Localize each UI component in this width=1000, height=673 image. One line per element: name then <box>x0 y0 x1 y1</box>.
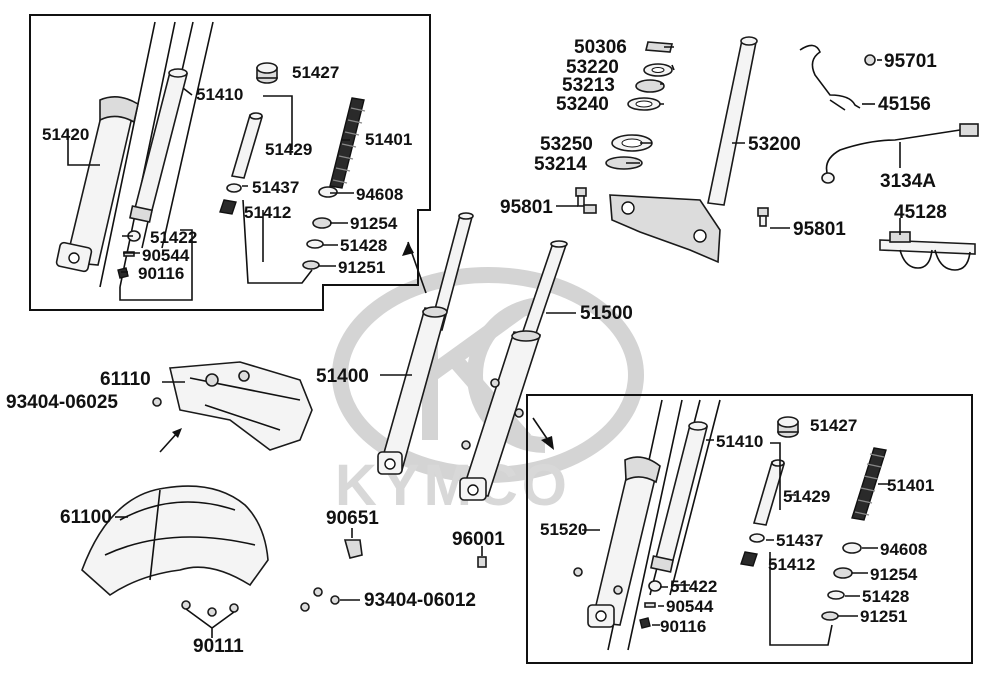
label-91254: 91254 <box>350 214 398 233</box>
front-fender-61100 <box>81 485 269 597</box>
label-53250: 53250 <box>540 134 593 155</box>
detail-box-right-fork <box>526 394 973 664</box>
label-90116-right: 90116 <box>660 617 706 636</box>
label-3134A: 3134A <box>880 171 936 192</box>
label-51412: 51412 <box>244 203 291 222</box>
steering-stem-part <box>609 36 758 264</box>
label-95801-right: 95801 <box>793 219 846 240</box>
bolts-90111 <box>181 600 239 617</box>
label-50306: 50306 <box>574 37 627 58</box>
label-93404-06012: 93404-06012 <box>364 590 476 611</box>
label-51427-right: 51427 <box>810 416 857 435</box>
label-51437-right: 51437 <box>776 531 823 550</box>
label-51401-right: 51401 <box>887 476 934 495</box>
inner-tube-part <box>129 68 189 223</box>
damper-rod-part <box>230 112 264 179</box>
fork-spring-51401-right <box>851 447 887 521</box>
label-61110: 61110 <box>100 369 151 390</box>
label-61100: 61100 <box>60 507 112 528</box>
label-51400: 51400 <box>316 366 369 387</box>
label-91251: 91251 <box>338 258 385 277</box>
bolt-95801-left <box>575 187 597 214</box>
label-94608-right: 94608 <box>880 540 927 559</box>
detail-box-left-fork <box>29 14 431 311</box>
label-51401: 51401 <box>365 130 412 149</box>
bolt-95801-right <box>757 207 769 227</box>
outer-tube-51520 <box>573 456 661 628</box>
label-51520: 51520 <box>540 520 587 539</box>
label-96001: 96001 <box>452 529 505 550</box>
label-51422-right: 51422 <box>670 577 717 596</box>
label-51428: 51428 <box>340 236 387 255</box>
bolt-95701 <box>864 54 876 66</box>
outer-tube-part <box>55 96 139 273</box>
cable-45156-part <box>799 44 861 111</box>
label-51412-right: 51412 <box>768 555 815 574</box>
sensor-3134A-part <box>821 123 979 184</box>
label-93404-06025: 93404-06025 <box>6 392 118 413</box>
label-51410: 51410 <box>196 85 243 104</box>
steering-bearing-stack <box>605 41 674 170</box>
fork-leg-51500 <box>459 240 568 501</box>
label-53213: 53213 <box>562 75 615 96</box>
label-51422: 51422 <box>150 228 197 247</box>
clip-90651 <box>343 539 363 559</box>
ring-part <box>226 183 242 193</box>
label-51428-right: 51428 <box>862 587 909 606</box>
watermark-text: KYMCO <box>335 453 571 518</box>
label-51500: 51500 <box>580 303 633 324</box>
small-spring-part <box>219 199 237 215</box>
bolt-96001 <box>477 556 487 568</box>
label-53214: 53214 <box>534 154 587 175</box>
label-51427: 51427 <box>292 63 339 82</box>
fork-cap-51427-right <box>777 416 799 438</box>
fork-spring-part <box>329 97 366 189</box>
label-91251-right: 91251 <box>860 607 907 626</box>
label-53200: 53200 <box>748 134 801 155</box>
fork-cap-part <box>256 62 278 84</box>
label-90111: 90111 <box>193 636 244 657</box>
label-51429: 51429 <box>265 140 312 159</box>
label-51410-right: 51410 <box>716 432 763 451</box>
label-90651: 90651 <box>326 508 379 529</box>
label-51437: 51437 <box>252 178 299 197</box>
label-95701: 95701 <box>884 51 937 72</box>
label-45128: 45128 <box>894 202 947 223</box>
label-91254-right: 91254 <box>870 565 918 584</box>
label-90544-right: 90544 <box>666 597 714 616</box>
label-53240: 53240 <box>556 94 609 115</box>
label-53220: 53220 <box>566 57 619 78</box>
inner-tube-51410-right <box>650 421 709 573</box>
label-45156: 45156 <box>878 94 931 115</box>
screws-93404-06012 <box>300 587 340 612</box>
label-90544: 90544 <box>142 246 190 265</box>
label-51429-right: 51429 <box>783 487 830 506</box>
clamp-45128-part <box>879 231 976 271</box>
label-94608: 94608 <box>356 185 403 204</box>
label-51420: 51420 <box>42 125 89 144</box>
label-95801-left: 95801 <box>500 197 553 218</box>
label-90116: 90116 <box>138 264 184 283</box>
inner-fender-61110 <box>169 361 313 451</box>
fork-leg-51400 <box>377 212 474 475</box>
